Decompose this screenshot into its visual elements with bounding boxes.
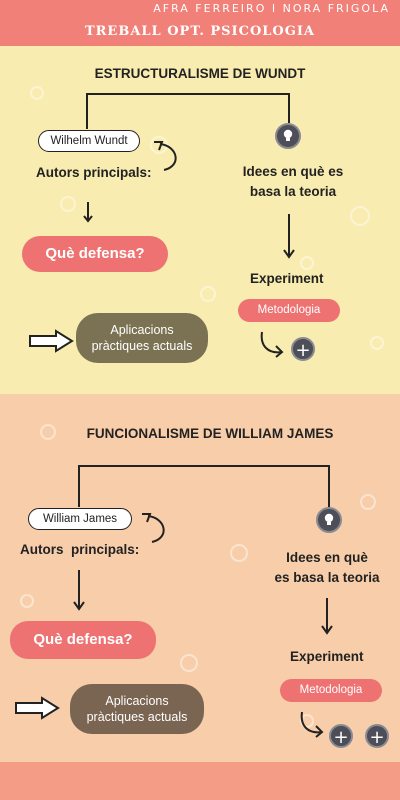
arrow-down-icon <box>321 598 333 635</box>
decor-bubble <box>370 336 384 350</box>
applications-button[interactable]: Aplicacions pràctiques actuals <box>70 684 204 734</box>
connector-line <box>86 93 88 129</box>
plus-icon[interactable]: + <box>329 724 353 748</box>
methodology-button[interactable]: Metodologia <box>280 679 382 702</box>
applications-line1: Aplicacions <box>105 694 169 708</box>
lightbulb-icon[interactable] <box>275 123 301 149</box>
ideas-label: Idees en què es basa la teoria <box>262 548 392 588</box>
applications-button[interactable]: Aplicacions pràctiques actuals <box>76 313 208 363</box>
decor-bubble <box>40 424 56 440</box>
plus-icon[interactable]: + <box>291 337 315 361</box>
decor-bubble <box>300 714 314 728</box>
decor-bubble <box>230 544 248 562</box>
decor-bubble <box>180 654 198 672</box>
connector-line <box>86 93 290 95</box>
decor-bubble <box>200 286 216 302</box>
arrow-down-icon <box>73 570 85 611</box>
arrow-down-icon <box>283 214 295 259</box>
ideas-icon-wrap[interactable] <box>316 507 342 533</box>
author-name-pill: William James <box>28 508 132 530</box>
authors-text: AFRA FERREIRO I NORA FRIGOLA <box>153 2 390 15</box>
experiment-label: Experiment <box>250 271 324 286</box>
applications-line1: Aplicacions <box>110 323 174 337</box>
ideas-label-line1: Idees en què <box>286 550 368 565</box>
connector-line <box>328 465 330 507</box>
arrow-down-icon <box>83 202 93 223</box>
applications-line2: pràctiques actuals <box>91 339 193 353</box>
arrow-right-icon <box>15 696 60 720</box>
ideas-label-line1: Idees en què es <box>242 164 344 179</box>
section2-title: FUNCIONALISME DE WILLIAM JAMES <box>86 426 334 441</box>
connector-line <box>78 465 80 507</box>
defends-button[interactable]: Què defensa? <box>10 621 156 659</box>
decor-bubble <box>30 86 44 100</box>
authors-label: Autors principals: <box>36 165 152 180</box>
lightbulb-icon[interactable] <box>316 507 342 533</box>
decor-bubble <box>60 196 76 212</box>
decor-bubble <box>350 206 370 226</box>
work-title: TREBALL OPT. PSICOLOGIA <box>84 24 316 39</box>
applications-line2: pràctiques actuals <box>86 710 188 724</box>
arrow-right-icon <box>29 329 74 353</box>
defends-button[interactable]: Què defensa? <box>22 236 168 272</box>
header-bar <box>0 0 400 46</box>
section1-title: ESTRUCTURALISME DE WUNDT <box>94 66 306 81</box>
curved-arrow-icon <box>300 711 324 738</box>
ideas-label-line2: basa la teoria <box>249 184 337 199</box>
plus-icon[interactable]: + <box>365 724 389 748</box>
curved-arrow-icon <box>154 141 177 171</box>
experiment-label: Experiment <box>290 649 364 664</box>
connector-line <box>288 93 290 123</box>
connector-line <box>78 465 330 467</box>
footer-bar <box>0 762 400 800</box>
authors-label: Autors principals: <box>20 542 140 557</box>
ideas-icon-wrap[interactable] <box>275 123 301 149</box>
methodology-button[interactable]: Metodologia <box>238 299 340 322</box>
decor-bubble <box>300 256 314 270</box>
curved-arrow-icon <box>260 331 284 358</box>
author-name-pill: Wilhelm Wundt <box>38 130 140 152</box>
ideas-label-line2: es basa la teoria <box>274 570 380 585</box>
curved-arrow-icon <box>142 513 165 543</box>
ideas-label: Idees en què es basa la teoria <box>238 162 348 202</box>
decor-bubble <box>360 494 376 510</box>
decor-bubble <box>20 594 34 608</box>
